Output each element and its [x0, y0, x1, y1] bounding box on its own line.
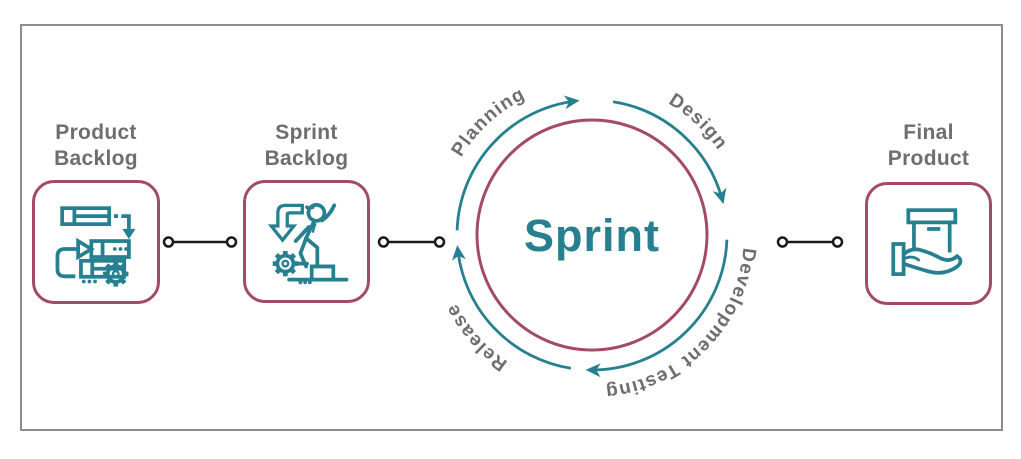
release-arc-arrow — [451, 245, 572, 370]
product-backlog-box — [32, 180, 160, 304]
planning-arc-arrow — [455, 95, 580, 231]
final-product-box — [865, 182, 992, 305]
product-backlog-label-line1: Product — [55, 121, 137, 144]
final-product-label: Final Product — [865, 120, 992, 172]
product-backlog-label: Product Backlog — [32, 120, 160, 172]
dev-testing-arc-arrow — [585, 239, 729, 378]
diagram-frame — [20, 24, 1003, 431]
clockwise-arrow-cycle-icon — [451, 95, 729, 378]
link-line-icon — [776, 236, 844, 248]
sprint-backlog-box — [243, 180, 370, 303]
sprint-backlog-label-line1: Sprint — [275, 121, 338, 144]
sprint-inner-circle — [475, 118, 709, 352]
final-product-label-line2: Product — [887, 147, 970, 170]
sprint-center-label: Sprint — [524, 210, 660, 261]
person-climbing-steps-gear-icon — [267, 202, 348, 284]
sprint-backlog-label-line2: Backlog — [264, 147, 349, 170]
stage-label-design: Design — [665, 90, 732, 154]
hand-holding-box-icon — [890, 207, 962, 276]
design-arc-arrow — [612, 100, 727, 204]
stage-label-release: Release — [442, 300, 512, 375]
link-line-icon — [162, 236, 238, 248]
product-backlog-label-line2: Backlog — [54, 147, 138, 170]
sprint-cycle-diagram: Planning Design Development Testing Rele… — [442, 84, 760, 403]
stage-label-development-testing: Development Testing — [604, 247, 760, 403]
sprint-backlog-label: Sprint Backlog — [243, 120, 370, 172]
backlog-list-gear-icon — [55, 206, 136, 289]
final-product-label-line1: Final — [903, 121, 954, 144]
gear-icon — [272, 250, 297, 275]
link-line-icon — [377, 236, 446, 248]
gear-icon — [103, 261, 128, 286]
